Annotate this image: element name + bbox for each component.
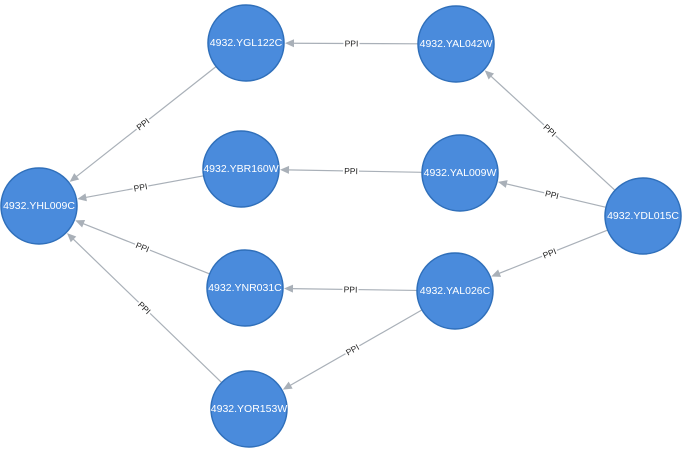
node-circle[interactable]: [416, 252, 494, 330]
arrowhead-icon: [75, 220, 86, 228]
edge-label-group: PPI: [342, 164, 360, 178]
arrowhead-icon: [69, 173, 80, 182]
edge-label-group: PPI: [542, 186, 562, 203]
edge-label-background: [131, 180, 150, 195]
node-label: 4932.YBR160W: [203, 163, 278, 175]
edge-label-group: PPI: [539, 120, 560, 141]
arrowhead-icon: [497, 180, 508, 188]
node-label: 4932.YNR031C: [208, 282, 282, 294]
edge-YGL122C-YHL009C: PPI: [69, 66, 217, 182]
edge-label-background: [132, 238, 153, 256]
edge-label-background: [542, 186, 562, 203]
edge-YAL026C-YNR031C: PPI: [283, 283, 418, 296]
node-circle[interactable]: [421, 134, 499, 212]
edge-label: PPI: [544, 188, 560, 201]
edge-YAL026C-YOR153W: PPI: [282, 309, 423, 390]
nodes-layer: 4932.YHL009C 4932.YGL122C 4932.YBR160W 4932…: [0, 4, 682, 448]
edge-label: PPI: [541, 246, 557, 260]
edge-label-background: [539, 244, 560, 262]
edge-YOR153W-YHL009C: PPI: [67, 233, 223, 384]
edges-layer: PPI PPI PPI PPI PPI PPI PPI PPI PPI PPI PPI: [67, 37, 616, 390]
node-label: 4932.YGL122C: [210, 37, 283, 49]
edge-label: PPI: [345, 38, 359, 48]
arrowhead-icon: [484, 70, 495, 80]
node-circle[interactable]: [210, 370, 288, 448]
edge-YAL042W-YGL122C: PPI: [284, 37, 419, 50]
edge-label-group: PPI: [132, 238, 153, 256]
node-label: 4932.YDL015C: [607, 210, 679, 222]
node-YGL122C[interactable]: 4932.YGL122C: [207, 4, 285, 82]
edge-label: PPI: [344, 284, 358, 294]
node-label: 4932.YHL009C: [3, 200, 75, 212]
node-YHL009C[interactable]: 4932.YHL009C: [0, 167, 78, 245]
node-YBR160W[interactable]: 4932.YBR160W: [202, 130, 280, 208]
edge-label: PPI: [133, 181, 148, 193]
arrowhead-icon: [491, 269, 502, 277]
edge-label: PPI: [344, 166, 358, 176]
node-circle[interactable]: [202, 130, 280, 208]
edge-YDL015C-YAL026C: PPI: [491, 229, 608, 277]
edge-label-group: PPI: [343, 37, 360, 50]
edge-YAL009W-YBR160W: PPI: [279, 164, 423, 178]
node-circle[interactable]: [207, 4, 285, 82]
node-YAL042W[interactable]: 4932.YAL042W: [417, 5, 495, 83]
edge-label-group: PPI: [131, 180, 150, 195]
edge-label-background: [539, 120, 560, 141]
edge-label-group: PPI: [342, 283, 359, 296]
node-circle[interactable]: [206, 249, 284, 327]
edge-label-background: [342, 164, 360, 178]
node-YAL009W[interactable]: 4932.YAL009W: [421, 134, 499, 212]
node-circle[interactable]: [417, 5, 495, 83]
edge-label-group: PPI: [342, 340, 363, 359]
edge-label-group: PPI: [539, 244, 560, 262]
arrowhead-icon: [77, 193, 87, 202]
arrowhead-icon: [279, 165, 290, 174]
arrowhead-icon: [67, 233, 77, 243]
edge-label: PPI: [134, 116, 151, 132]
edge-YDL015C-YAL009W: PPI: [497, 180, 607, 208]
node-circle[interactable]: [0, 167, 78, 245]
node-label: 4932.YOR153W: [211, 403, 288, 415]
node-YDL015C[interactable]: 4932.YDL015C: [604, 177, 682, 255]
edge-label-background: [132, 114, 153, 134]
node-label: 4932.YAL009W: [424, 167, 497, 179]
node-label: 4932.YAL042W: [420, 38, 493, 50]
arrowhead-icon: [283, 284, 294, 293]
node-label: 4932.YAL026C: [420, 285, 491, 297]
edge-YNR031C-YHL009C: PPI: [75, 220, 210, 275]
edge-label-background: [343, 37, 360, 50]
edge-label-background: [342, 283, 359, 296]
edge-YBR160W-YHL009C: PPI: [77, 175, 204, 202]
arrowhead-icon: [284, 39, 295, 48]
edge-label-group: PPI: [134, 297, 155, 318]
edge-label-group: PPI: [132, 114, 153, 134]
node-YNR031C[interactable]: 4932.YNR031C: [206, 249, 284, 327]
node-YAL026C[interactable]: 4932.YAL026C: [416, 252, 494, 330]
edge-label: PPI: [134, 240, 150, 254]
node-circle[interactable]: [604, 177, 682, 255]
edge-YDL015C-YAL042W: PPI: [484, 70, 616, 191]
node-YOR153W[interactable]: 4932.YOR153W: [210, 370, 288, 448]
arrowhead-icon: [282, 381, 293, 390]
edge-label-background: [342, 340, 363, 359]
edge-label-background: [134, 297, 155, 318]
